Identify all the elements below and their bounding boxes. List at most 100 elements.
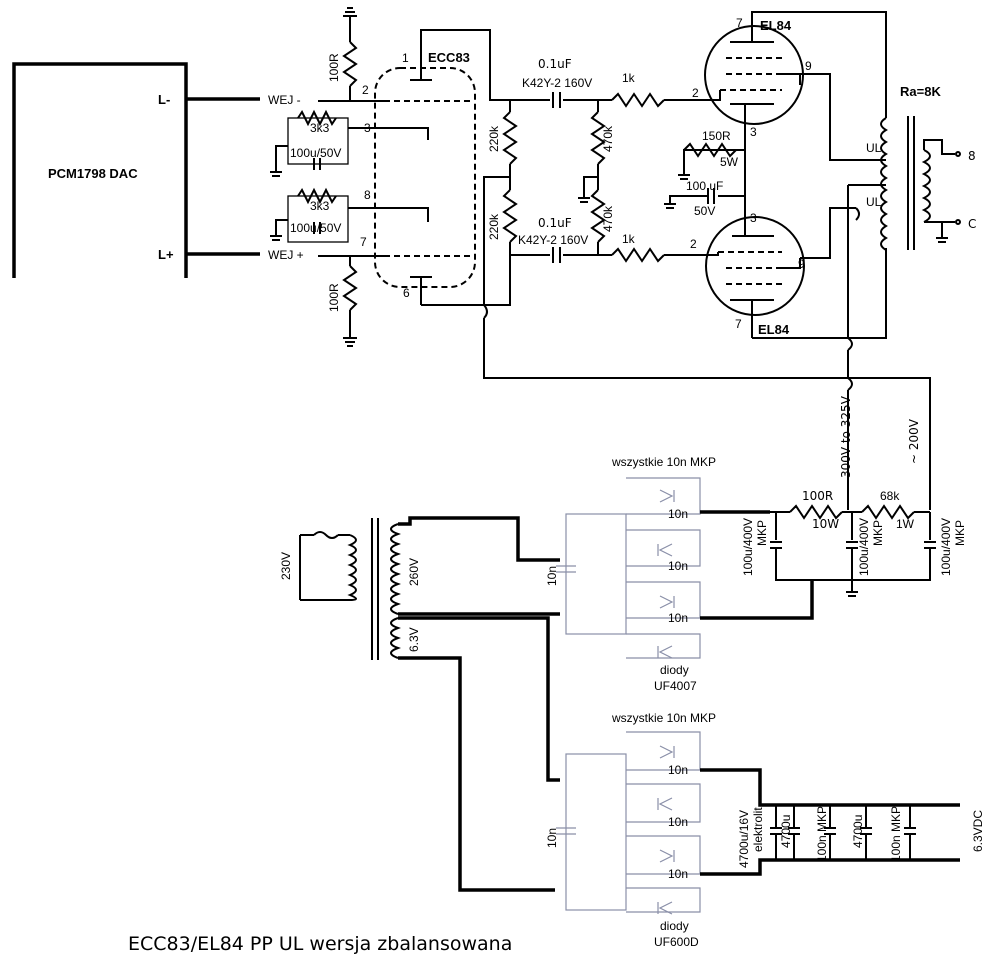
ecc83-pin-8: 8 <box>364 188 371 202</box>
coupling-cap-top-type: K42Y-2 160V <box>522 76 592 90</box>
grid-leak-bottom-label: 470k <box>601 205 615 232</box>
hv-snubber-10n-3: 10n <box>668 611 688 625</box>
el84-top-pin-9: 9 <box>805 59 812 73</box>
heater-cap-1-label: 4700u <box>779 815 793 848</box>
ecc83-pin-2: 2 <box>362 83 369 97</box>
ecc83-pin-7: 7 <box>360 235 367 249</box>
heater-snubber-10n-1: 10n <box>668 763 688 777</box>
el84-cathode-cap-voltage: 50V <box>694 204 715 218</box>
grid-resistor-bottom-label: 100R <box>327 283 341 312</box>
input-minus-label: WEJ - <box>268 93 301 107</box>
filter-cap-3-label: 100u/400V <box>939 518 953 576</box>
heater-bulk-label: 4700u/16V <box>737 810 751 868</box>
hv-snubber-10n-2: 10n <box>668 559 688 573</box>
hv-diode-type: UF4007 <box>654 679 697 693</box>
coupling-cap-bottom-type: K42Y-2 160V <box>518 233 588 247</box>
hv-filter: 100R 10W 68k 1W 100u/400V MKP 100u/400V … <box>741 489 967 597</box>
power-transformer: 230V 260V 6.3V <box>279 516 560 892</box>
el84-top: EL84 7 9 2 3 <box>692 11 887 139</box>
el84-bottom: EL84 7 9 2 3 <box>690 210 887 339</box>
sec-hv-label: 260V <box>407 558 421 586</box>
hv-diode-label: diody <box>660 663 689 677</box>
el84-top-pin-7: 7 <box>736 16 743 30</box>
coupling-cap-top-label: 0.1uF <box>538 57 572 71</box>
heater-output-label: 6.3VDC <box>971 810 985 852</box>
heater-mkp-2-label: 100n MKP <box>889 806 903 862</box>
output-transformer: Ra=8K 8 C UL UL <box>800 73 976 510</box>
hv-bridge-rectifier: wszystkie 10n MKP 10n 10n 10n 10n diody … <box>545 455 814 693</box>
grid-stopper-top-label: 1k <box>622 71 636 85</box>
input-stage: WEJ - WEJ + 100R 100R ECC83 <box>268 7 511 347</box>
mains-label: 230V <box>279 552 293 580</box>
heater-diode-label: diody <box>660 919 689 933</box>
cathode-network-top: 3k3 100u/50V <box>270 109 349 177</box>
heater-filter: 4700u/16V elektrolit 4700u 100n MKP 4700… <box>737 805 985 868</box>
heater-bulk-type: elektrolit <box>751 807 765 852</box>
el84-top-pin-3: 3 <box>750 125 757 139</box>
opt-tap-8: 8 <box>968 149 976 163</box>
heater-diodes <box>657 745 675 915</box>
ecc83-pin-1: 1 <box>402 51 409 65</box>
heater-mkp-1-label: 100n MKP <box>815 806 829 862</box>
heater-bridge-rectifier: wszystkie 10n MKP 10n 10n 10n 10n diody … <box>545 711 960 949</box>
dac-block: PCM1798 DAC L- L+ <box>12 62 260 278</box>
heater-snubber-note: wszystkie 10n MKP <box>611 711 716 725</box>
ecc83-pin-6: 6 <box>403 286 410 300</box>
heater-cap-2-label: 4700u <box>851 815 865 848</box>
plate-loads: 220k 220k <box>483 100 931 510</box>
cathode-resistor-top-label: 3k3 <box>310 121 330 135</box>
opt-tap-c: C <box>968 217 976 231</box>
filter-cap-2-type: MKP <box>871 520 885 546</box>
filter-r2-label: 68k <box>880 489 900 503</box>
cathode-network-bottom: 3k3 100u/50V <box>270 187 349 243</box>
el84-bottom-pin-2: 2 <box>690 237 697 251</box>
filter-cap-1-label: 100u/400V <box>741 518 755 576</box>
filter-cap-2-label: 100u/400V <box>857 518 871 576</box>
filter-r1-label: 100R <box>802 489 833 503</box>
heater-snubber-10n-2: 10n <box>668 815 688 829</box>
heater-snubber-10n-side: 10n <box>545 828 559 848</box>
el84-cathode-resistor-label: 150R <box>702 129 731 143</box>
cathode-cap-top-label: 100u/50V <box>290 146 341 160</box>
hv-diodes <box>657 489 675 659</box>
heater-snubber-10n-3: 10n <box>668 867 688 881</box>
grid-stopper-bottom-label: 1k <box>622 232 636 246</box>
hv-snubber-10n-1: 10n <box>668 507 688 521</box>
el84-bottom-pin-7: 7 <box>735 317 742 331</box>
heater-diode-type: UF600D <box>654 935 699 949</box>
el84-top-pin-2: 2 <box>692 86 699 100</box>
input-plus-label: WEJ + <box>268 248 304 262</box>
grid-leak-top-label: 470k <box>601 125 615 152</box>
ecc83-label: ECC83 <box>428 50 470 65</box>
el84-bottom-pin-9: 9 <box>798 257 805 271</box>
filter-r1-power: 10W <box>812 517 839 531</box>
diagram-title: ECC83/EL84 PP UL wersja zbalansowana <box>128 933 512 955</box>
b-mid-label: ~ 200V <box>907 418 921 464</box>
el84-bottom-label: EL84 <box>758 322 790 337</box>
hv-snubber-10n-side: 10n <box>545 566 559 586</box>
el84-cathode-cap-label: 100 uF <box>686 179 723 193</box>
coupling-network: 0.1uF K42Y-2 160V 0.1uF K42Y-2 160V 470k… <box>510 57 706 263</box>
el84-cathode-network: 150R 5W 100 uF 50V <box>664 124 746 218</box>
b-plus-label: 300V to 325V <box>839 395 853 478</box>
filter-cap-3-type: MKP <box>953 520 967 546</box>
plate-load-top-label: 220k <box>487 125 501 152</box>
opt-ul-top: UL <box>866 141 882 155</box>
opt-ra-label: Ra=8K <box>900 84 941 99</box>
filter-r2-power: 1W <box>896 517 915 531</box>
filter-cap-1-type: MKP <box>755 520 769 546</box>
dac-out-minus-label: L- <box>158 92 170 107</box>
grid-resistor-top-label: 100R <box>327 53 341 82</box>
opt-ul-bottom: UL <box>866 195 882 209</box>
hv-snubber-note: wszystkie 10n MKP <box>611 455 716 469</box>
cathode-resistor-bottom-label: 3k3 <box>310 199 330 213</box>
el84-top-label: EL84 <box>760 18 792 33</box>
dac-label: PCM1798 DAC <box>48 166 138 181</box>
ecc83-pin-3: 3 <box>364 121 371 135</box>
sec-heater-label: 6.3V <box>407 627 421 652</box>
cathode-cap-bottom-label: 100u/50V <box>290 221 341 235</box>
coupling-cap-bottom-label: 0.1uF <box>538 216 572 230</box>
el84-cathode-resistor-power: 5W <box>720 155 739 169</box>
dac-out-plus-label: L+ <box>158 247 174 262</box>
